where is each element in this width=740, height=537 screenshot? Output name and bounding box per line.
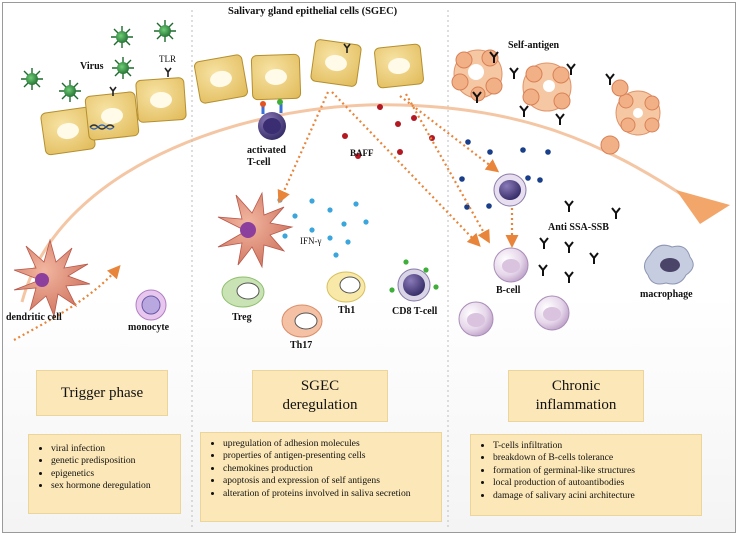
activated-t-cell-graphic: [258, 99, 286, 140]
list-item: sex hormone deregulation: [51, 480, 174, 492]
list-item: T-cells infiltration: [493, 440, 695, 452]
dendritic-cell-label: dendritic cell: [6, 312, 62, 323]
trigger-phase-list: viral infection genetic predisposition e…: [28, 434, 181, 514]
baff-label: BAFF: [350, 148, 374, 158]
process-arc-arrowhead: [676, 190, 730, 224]
list-item: breakdown of B-cells tolerance: [493, 452, 695, 464]
macrophage-graphic: [644, 244, 694, 285]
cd8-signal-dots: [389, 259, 439, 293]
b-cell-label: B-cell: [496, 285, 521, 296]
cd8-t-cell-graphic: [397, 268, 431, 302]
list-item: properties of antigen-presenting cells: [223, 450, 435, 462]
list-item: upregulation of adhesion molecules: [223, 438, 435, 450]
phase-title-chronic-line1: Chronic: [551, 378, 601, 395]
anti-ssa-ssb-label: Anti SSA-SSB: [548, 222, 609, 233]
th17-label: Th17: [290, 340, 313, 351]
th17-graphic: [281, 304, 323, 338]
process-arc: [20, 103, 691, 303]
phase-title-chronic-line2: inflammation: [535, 397, 617, 413]
phase-title-trigger: Trigger phase: [36, 370, 168, 416]
list-item: genetic predisposition: [51, 455, 174, 467]
list-item: chemokines production: [223, 463, 435, 475]
list-item: local production of autoantibodies: [493, 477, 695, 489]
flow-arrows: [13, 91, 519, 341]
treg-label: Treg: [232, 312, 252, 323]
th1-label: Th1: [338, 305, 356, 316]
activated-t-cell-label-1: activated: [247, 145, 286, 156]
list-item: damage of salivary acini architecture: [493, 490, 695, 502]
phase-title-trigger-text: Trigger phase: [60, 384, 144, 401]
list-item: alteration of proteins involved in saliv…: [223, 488, 435, 500]
monocyte-graphic: [135, 289, 167, 321]
epithelial-cells: [40, 39, 424, 156]
antibody-marks: [472, 51, 621, 283]
self-antigen-clusters: [451, 49, 661, 155]
phase-title-sgec: SGEC deregulation: [252, 370, 388, 422]
chronic-inflammation-list: T-cells infiltration breakdown of B-cell…: [470, 434, 702, 516]
treg-graphic: [221, 276, 265, 308]
b-cells-graphic: [458, 247, 570, 337]
list-item: apoptosis and expression of self antigen…: [223, 475, 435, 487]
phase-title-sgec-line2: deregulation: [282, 397, 358, 413]
dendritic-cell-lower-graphic: [13, 238, 91, 318]
activated-b-cell-graphic: [493, 173, 527, 207]
b-cell-signal-dots: [459, 139, 551, 210]
list-item: formation of germinal-like structures: [493, 465, 695, 477]
tlr-label: TLR: [159, 54, 176, 64]
phase-title-chronic: Chronic inflammation: [508, 370, 644, 422]
dendritic-cell-upper-graphic: [217, 191, 294, 269]
list-item: viral infection: [51, 443, 174, 455]
th1-graphic: [326, 271, 366, 303]
phase-title-sgec-line1: SGEC: [300, 378, 340, 395]
activated-t-cell-label-2: T-cell: [247, 157, 271, 168]
virus-label: Virus: [80, 61, 104, 72]
sgec-title: Salivary gland epithelial cells (SGEC): [228, 6, 398, 17]
monocyte-label: monocyte: [128, 322, 170, 333]
list-item: epigenetics: [51, 468, 174, 480]
ifn-gamma-label: IFN-γ: [300, 236, 322, 246]
self-antigen-label: Self-antigen: [508, 40, 560, 51]
receptor-marks: [109, 43, 351, 96]
virus-particles: [21, 20, 176, 102]
macrophage-label: macrophage: [640, 289, 693, 300]
cd8-t-cell-label: CD8 T-cell: [392, 306, 438, 317]
sgec-deregulation-list: upregulation of adhesion molecules prope…: [200, 432, 442, 522]
